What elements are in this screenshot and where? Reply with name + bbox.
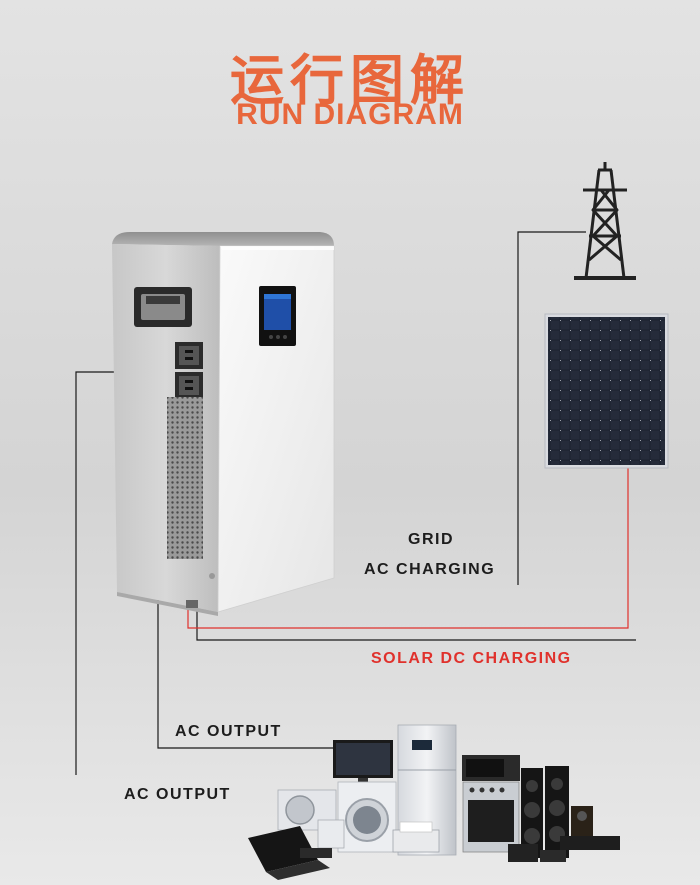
solar-panel-icon [544,313,669,469]
title-english: RUN DIAGRAM [236,98,464,131]
label-ac-output-upper: AC OUTPUT [175,723,282,740]
label-solar-dc-charging: SOLAR DC CHARGING [371,650,572,667]
appliances-group [248,724,620,880]
label-grid: GRID [408,531,454,548]
wire-grid [196,231,636,641]
energy-storage-unit [112,232,335,616]
transmission-tower-icon [574,162,636,280]
label-ac-charging: AC CHARGING [364,561,496,578]
wire-ac-output-upper [157,600,338,749]
title-chinese: 运行图解 [230,49,470,112]
wire-solar-dc [187,468,629,629]
label-ac-output-lower: AC OUTPUT [124,786,231,803]
